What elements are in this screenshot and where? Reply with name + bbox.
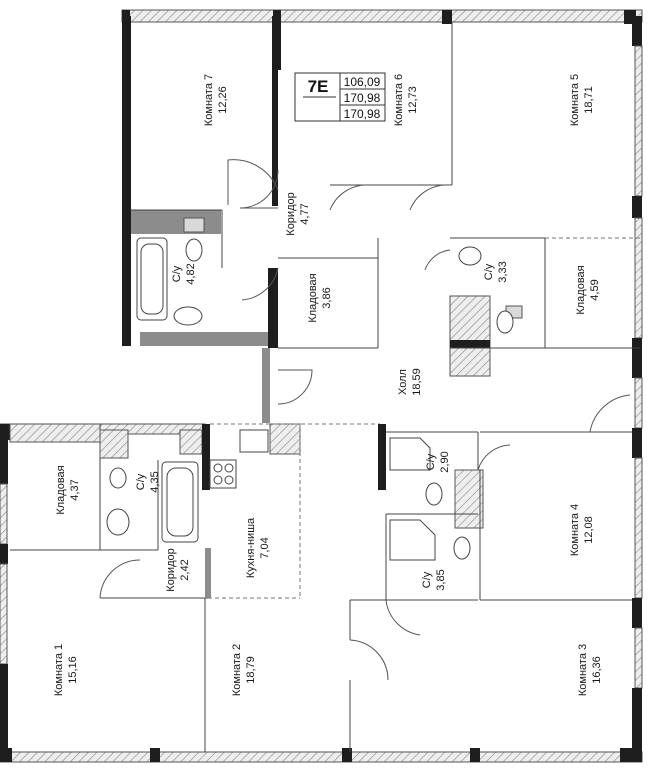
room-name: С/у (421, 571, 433, 588)
room-area: 4,77 (299, 203, 311, 224)
room-area: 16,36 (591, 656, 603, 684)
room-name: С/у (135, 473, 147, 490)
room-area: 18,59 (411, 368, 423, 396)
room-name: Коридор (165, 548, 177, 591)
room-kladovaya-left: Кладовая 4,37 (55, 465, 81, 514)
room-area: 3,33 (497, 261, 509, 282)
room-name: С/у (171, 265, 183, 282)
room-komnata-3: Комната 3 16,36 (577, 644, 603, 696)
room-su-upper-left: С/у 4,82 (171, 263, 197, 284)
room-area: 12,26 (217, 86, 229, 114)
room-area: 2,90 (439, 451, 451, 472)
room-kladovaya-center: Кладовая 3,86 (307, 273, 333, 322)
apartment-code: 7E (308, 77, 329, 96)
room-koridor-lower: Коридор 2,42 (165, 548, 191, 591)
room-name: Комната 1 (53, 644, 65, 696)
room-komnata-5: Комната 5 18,71 (569, 74, 595, 126)
interior-walls (9, 16, 640, 752)
room-kladovaya-right: Кладовая 4,59 (575, 265, 601, 314)
room-name: Кухня-ниша (245, 517, 257, 578)
room-komnata-4: Комната 4 12,08 (569, 504, 595, 556)
room-name: Коридор (285, 192, 297, 235)
room-name: С/у (425, 453, 437, 470)
room-area: 12,08 (583, 516, 595, 544)
room-name: Комната 5 (569, 74, 581, 126)
room-name: Комната 4 (569, 504, 581, 556)
room-name: Комната 2 (231, 644, 243, 696)
room-name: Кладовая (575, 265, 587, 314)
room-komnata-6: Комната 6 12,73 (393, 74, 419, 126)
doors (99, 159, 631, 681)
room-area: 3,85 (435, 569, 447, 590)
area-total-1: 106,09 (344, 75, 381, 89)
room-su-lower-left: С/у 4,35 (135, 471, 161, 492)
room-area: 18,71 (583, 86, 595, 114)
fixtures (106, 217, 523, 561)
area-total-2: 170,98 (344, 91, 381, 105)
room-area: 4,35 (149, 471, 161, 492)
room-area: 18,79 (245, 656, 257, 684)
room-su-lower-right: С/у 3,85 (421, 569, 447, 590)
room-name: Кладовая (55, 465, 67, 514)
room-name: Комната 7 (203, 74, 215, 126)
room-area: 7,04 (259, 537, 271, 558)
area-total-3: 170,98 (344, 107, 381, 121)
outer-walls (0, 9, 643, 763)
room-labels: Комната 7 12,26 Комната 6 12,73 Комната … (53, 74, 603, 696)
room-name: Комната 6 (393, 74, 405, 126)
room-area: 15,16 (67, 656, 79, 684)
room-name: Холл (397, 369, 409, 395)
room-komnata-2: Комната 2 18,79 (231, 644, 257, 696)
room-su-upper-right: С/у 3,33 (483, 261, 509, 282)
room-area: 4,82 (185, 263, 197, 284)
room-koridor-upper: Коридор 4,77 (285, 192, 311, 235)
room-komnata-1: Комната 1 15,16 (53, 644, 79, 696)
room-area: 12,73 (407, 86, 419, 114)
room-komnata-7: Комната 7 12,26 (203, 74, 229, 126)
room-area: 4,59 (589, 279, 601, 300)
room-name: Кладовая (307, 273, 319, 322)
room-holl: Холл 18,59 (397, 368, 423, 396)
room-name: Комната 3 (577, 644, 589, 696)
room-area: 4,37 (69, 479, 81, 500)
room-su-mid-right: С/у 2,90 (425, 451, 451, 472)
room-name: С/у (483, 263, 495, 280)
room-area: 2,42 (179, 559, 191, 580)
room-area: 3,86 (321, 287, 333, 308)
apartment-badge: 7E 106,09 170,98 170,98 (294, 72, 386, 122)
room-kukhnya-nisha: Кухня-ниша 7,04 (245, 517, 271, 578)
